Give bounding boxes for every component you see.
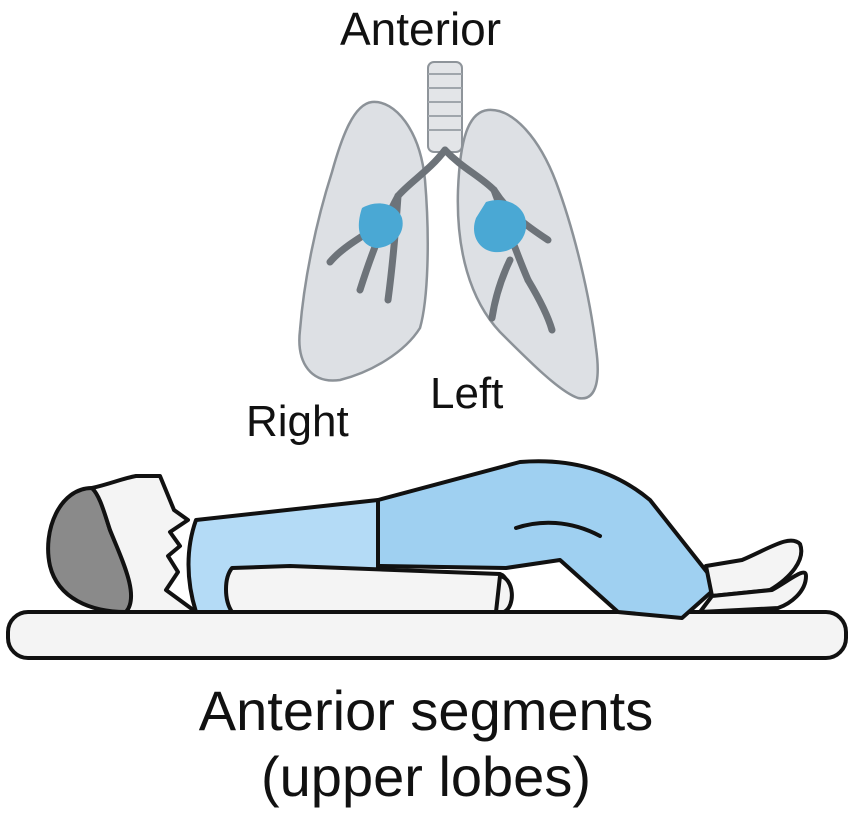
- label-right: Right: [246, 397, 349, 446]
- caption: Anterior segments (upper lobes): [0, 678, 852, 810]
- caption-line-2: (upper lobes): [261, 745, 591, 808]
- legs: [376, 459, 720, 620]
- left-anterior-segment: [474, 200, 527, 253]
- trachea: [427, 61, 463, 153]
- arm: [224, 564, 511, 614]
- label-left: Left: [430, 369, 504, 418]
- supine-patient-illustration: [46, 459, 808, 620]
- left-lung: [456, 108, 599, 400]
- treatment-table: [6, 610, 848, 660]
- face: [90, 474, 198, 614]
- caption-line-1: Anterior segments: [198, 679, 654, 742]
- right-lung: [298, 100, 429, 382]
- label-anterior: Anterior: [340, 3, 502, 55]
- thigh-line: [514, 520, 602, 538]
- foot-lower: [698, 570, 808, 614]
- right-anterior-segment: [358, 203, 403, 248]
- hand: [494, 574, 514, 614]
- lungs-illustration: [298, 61, 599, 400]
